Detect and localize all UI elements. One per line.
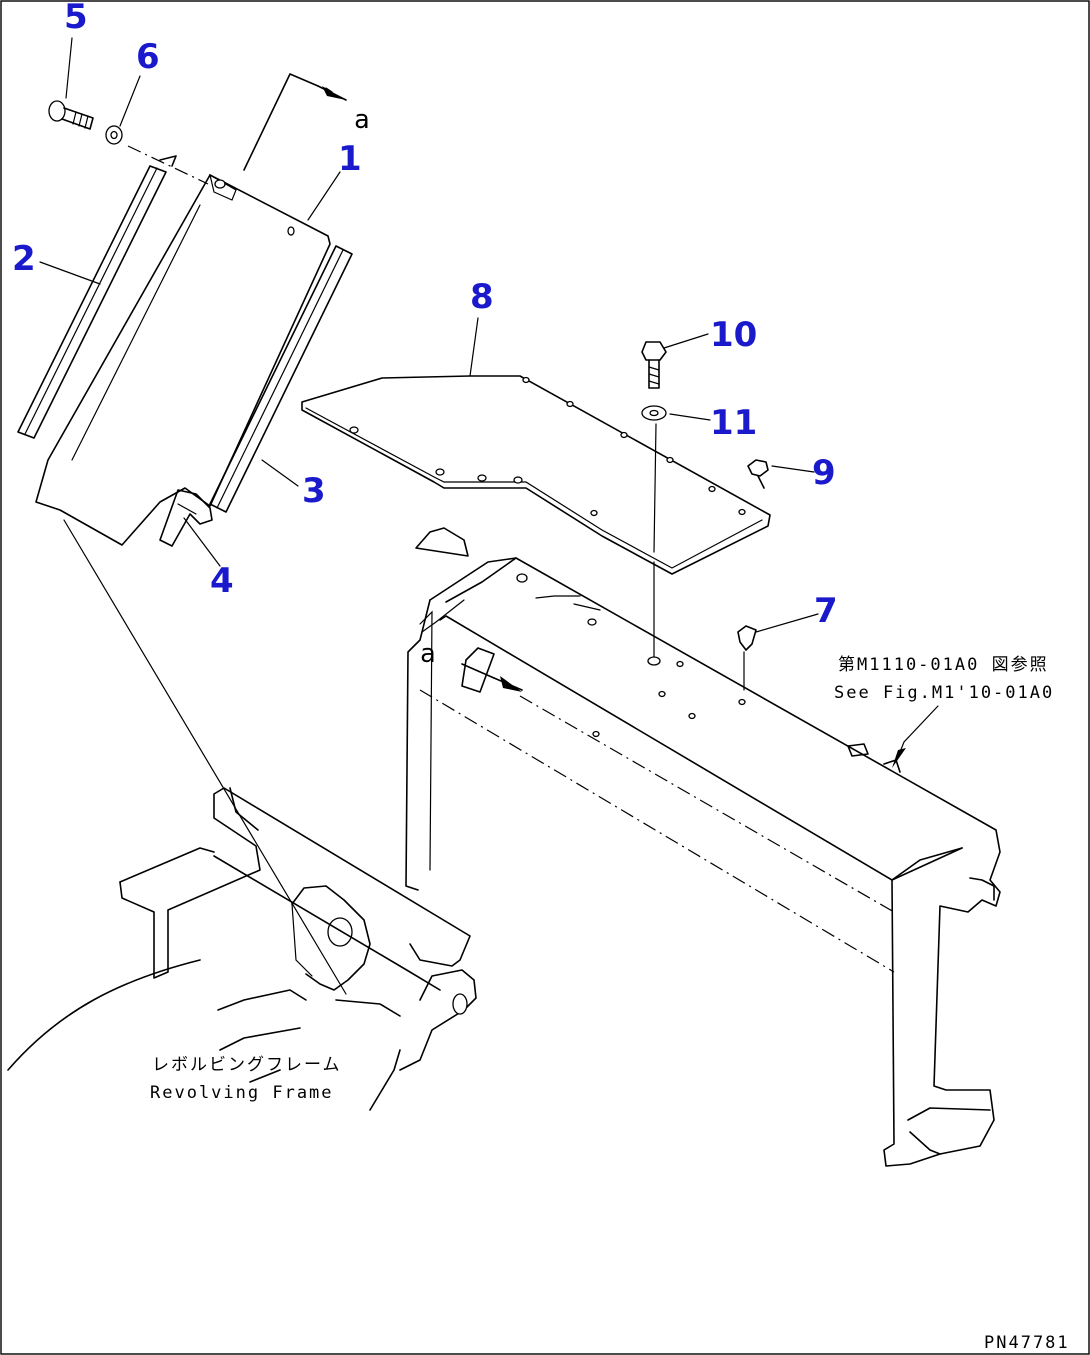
drawing-number: PN47781 <box>984 1333 1070 1353</box>
tank-body <box>405 527 1001 1167</box>
callout-10: 10 <box>710 315 757 355</box>
callout-4: 4 <box>210 561 234 601</box>
part-3-strip <box>209 245 353 513</box>
view-arrow-mid <box>461 647 523 693</box>
callout-2: 2 <box>12 239 36 279</box>
frame-leader <box>63 519 347 995</box>
callout-leaders <box>39 37 819 633</box>
see-fig-note-en: See Fig.M1'10-01A0 <box>834 683 1054 703</box>
part-5-bolt <box>48 100 94 130</box>
part-4-clip <box>159 489 213 547</box>
frame-label-jp: レボルビングフレーム <box>152 1055 342 1075</box>
assembly-line <box>127 145 209 185</box>
callout-numbers: 5 6 1 2 3 4 8 10 11 9 7 <box>12 0 838 631</box>
see-fig-leader <box>895 705 939 763</box>
part-9-rivet <box>747 459 769 489</box>
view-arrow-top <box>243 73 347 171</box>
view-ref-top: a <box>354 105 370 135</box>
callout-1: 1 <box>338 139 362 179</box>
assembly-line-vertical <box>653 423 657 661</box>
part-8-plate <box>301 375 771 575</box>
callout-9: 9 <box>812 453 836 493</box>
see-fig-note-jp: 第M1110-01A0 図参照 <box>838 655 1049 675</box>
frame-label-en: Revolving Frame <box>150 1083 334 1103</box>
revolving-frame <box>7 787 477 1111</box>
view-ref-mid: a <box>420 639 436 669</box>
part-7-rivet <box>737 625 757 691</box>
callout-6: 6 <box>136 37 160 77</box>
callout-8: 8 <box>470 277 494 317</box>
callout-3: 3 <box>302 471 326 511</box>
callout-5: 5 <box>64 0 88 37</box>
part-1-cover <box>35 155 331 546</box>
part-2-strip <box>17 165 167 439</box>
callout-11: 11 <box>710 403 757 443</box>
part-10-bolt <box>641 341 667 389</box>
callout-7: 7 <box>814 591 838 631</box>
part-11-washer <box>641 405 667 421</box>
part-6-washer <box>105 125 123 145</box>
